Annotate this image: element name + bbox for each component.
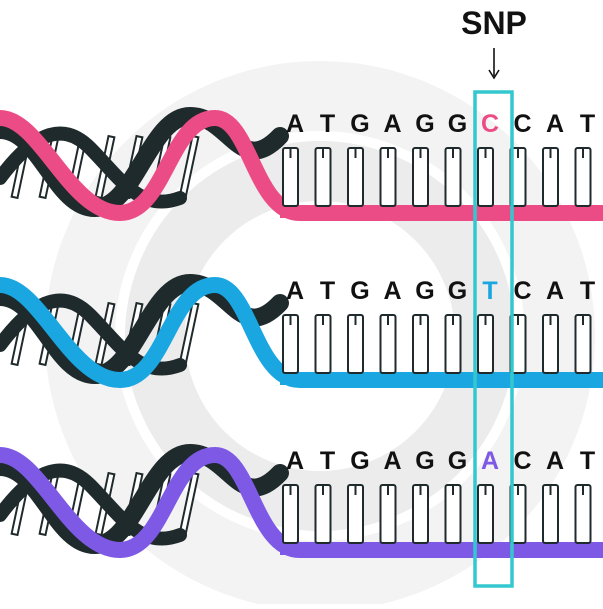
base-letter: C	[513, 447, 531, 475]
snp-base-letter: A	[481, 447, 499, 475]
base-letter: A	[383, 447, 401, 475]
snp-highlight-box	[473, 90, 514, 588]
base-letter: G	[448, 110, 467, 138]
base-letter: G	[415, 447, 434, 475]
base-letter: C	[513, 277, 531, 305]
base-letter: G	[448, 277, 467, 305]
base-letter: A	[383, 277, 401, 305]
base-letter: C	[513, 110, 531, 138]
base-letter: G	[448, 447, 467, 475]
base-letter: T	[320, 110, 335, 138]
snp-label: SNP	[461, 5, 527, 41]
base-letter: T	[580, 277, 595, 305]
base-letter: T	[580, 110, 595, 138]
backbone-bar	[280, 543, 603, 555]
helix-front-strand	[0, 447, 603, 558]
base-letter: G	[350, 447, 369, 475]
base-letter: A	[546, 110, 564, 138]
base-letter: A	[286, 277, 304, 305]
base-letter: G	[350, 277, 369, 305]
base-letter: A	[546, 447, 564, 475]
base-letter: T	[320, 277, 335, 305]
helix-front-strand	[0, 110, 603, 221]
base-letter: G	[415, 277, 434, 305]
base-letter: A	[546, 277, 564, 305]
snp-arrow-icon	[488, 48, 500, 80]
base-letter: A	[383, 110, 401, 138]
snp-base-letter: T	[482, 277, 497, 305]
base-letter: A	[286, 447, 304, 475]
base-letter: A	[286, 110, 304, 138]
base-letter: T	[320, 447, 335, 475]
base-letter: T	[580, 447, 595, 475]
snp-base-letter: C	[481, 110, 499, 138]
base-letter: G	[350, 110, 369, 138]
backbone-bar	[280, 373, 603, 385]
base-letter: G	[415, 110, 434, 138]
backbone-bar	[280, 206, 603, 218]
helix-front-strand	[0, 277, 603, 388]
